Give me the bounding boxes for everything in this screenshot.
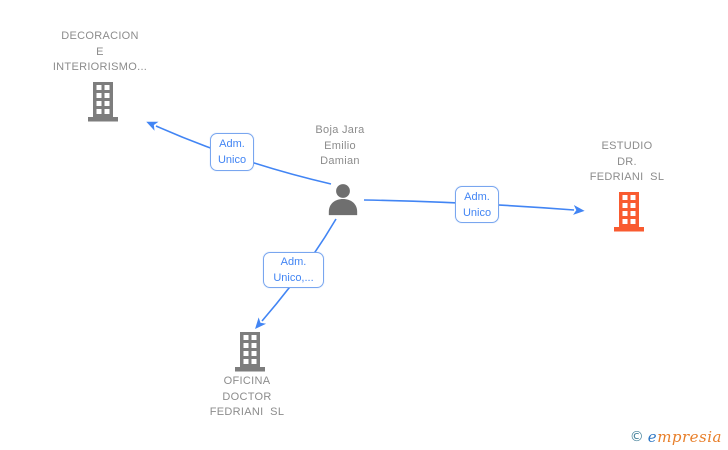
company-name-decoracion: DECORACION E INTERIORISMO... bbox=[52, 30, 148, 73]
empresia-logo: empresia bbox=[648, 428, 722, 446]
edge-label-adm-unico-decoracion: Adm. Unico bbox=[210, 133, 254, 171]
copyright-icon: © bbox=[629, 429, 644, 445]
company-name-oficina: OFICINA DOCTOR FEDRIANI SL bbox=[209, 375, 285, 418]
person-node[interactable] bbox=[326, 183, 360, 222]
company-node-decoracion[interactable] bbox=[86, 82, 120, 127]
company-node-estudio[interactable] bbox=[612, 191, 646, 238]
building-icon bbox=[614, 192, 644, 232]
empresia-watermark: © empresia bbox=[630, 428, 722, 446]
company-node-oficina[interactable] bbox=[233, 332, 267, 377]
edge-label-adm-unico-estudio: Adm. Unico bbox=[455, 186, 499, 223]
person-name: Boja Jara Emilio Damian bbox=[315, 124, 365, 167]
building-icon bbox=[88, 82, 118, 122]
company-name-estudio: ESTUDIO DR. FEDRIANI SL bbox=[589, 140, 665, 183]
person-icon bbox=[328, 184, 358, 216]
building-icon bbox=[235, 332, 265, 372]
empresia-logo-e: e bbox=[647, 428, 658, 446]
edge-label-adm-unico-oficina: Adm. Unico,... bbox=[263, 252, 324, 288]
empresia-logo-rest: mpresia bbox=[657, 428, 722, 446]
